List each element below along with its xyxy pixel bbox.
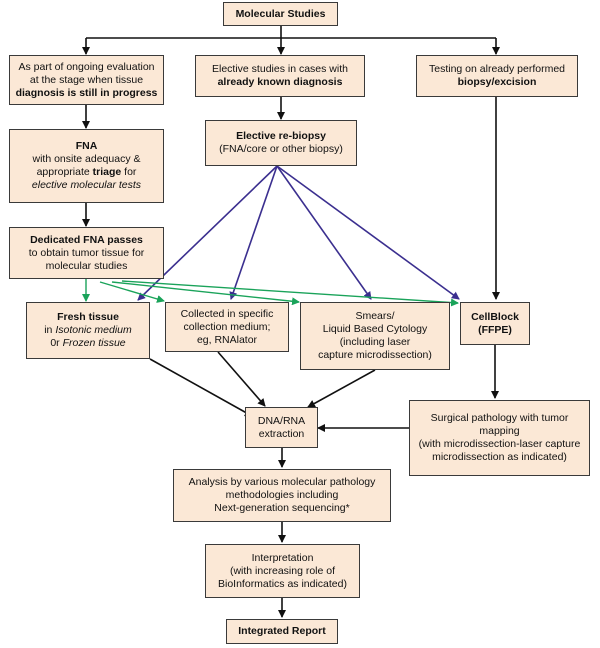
surgical-line-1: Surgical pathology with tumor bbox=[430, 412, 569, 424]
smears-box: Smears/ Liquid Based Cytology (including… bbox=[300, 302, 450, 370]
fna-line-2: appropriate triage for bbox=[37, 166, 137, 179]
elective-known-line-1: Elective studies in cases with bbox=[212, 63, 348, 75]
fna-line-2a: appropriate bbox=[36, 166, 93, 178]
blue-arrow-to-smears bbox=[276, 165, 372, 300]
elective-known-diagnosis-box: Elective studies in cases with already k… bbox=[195, 55, 365, 97]
fresh-tissue-or: 0r bbox=[50, 337, 63, 349]
dna-rna-line-2: extraction bbox=[258, 427, 305, 440]
testing-performed-box: Testing on already performed biopsy/exci… bbox=[416, 55, 578, 97]
fna-line-1: with onsite adequacy & bbox=[32, 153, 141, 165]
testing-performed-line-1: Testing on already performed bbox=[429, 63, 565, 75]
surgical-line-4: microdissection as indicated) bbox=[432, 451, 567, 463]
fresh-tissue-isotonic: Isotonic medium bbox=[55, 324, 132, 336]
elective-rebiopsy-box: Elective re-biopsy (FNA/core or other bi… bbox=[205, 120, 357, 166]
fresh-tissue-frozen: Frozen tissue bbox=[62, 337, 126, 349]
fna-title: FNA bbox=[75, 140, 98, 152]
arrow-smears-to-dna bbox=[307, 369, 376, 408]
fna-triage-word: triage bbox=[92, 166, 122, 178]
smears-line-1: Smears/ bbox=[355, 310, 395, 322]
elective-rebiopsy-line-1: (FNA/core or other biopsy) bbox=[219, 143, 343, 155]
surgical-pathology-box: Surgical pathology with tumor mapping (w… bbox=[409, 400, 590, 476]
cellblock-line-1: CellBlock bbox=[471, 310, 519, 323]
arrow-fresh-to-dna bbox=[149, 358, 253, 417]
interpretation-line-2: (with increasing role of bbox=[229, 564, 336, 577]
dedicated-fna-title: Dedicated FNA passes bbox=[30, 233, 143, 246]
dedicated-fna-line-1: to obtain tumor tissue for bbox=[28, 246, 145, 259]
ongoing-eval-line-1: As part of ongoing evaluation bbox=[18, 60, 155, 73]
surgical-line-2: mapping bbox=[479, 425, 520, 437]
fresh-tissue-in: in bbox=[44, 324, 56, 336]
molecular-studies-box: Molecular Studies bbox=[223, 2, 338, 26]
fna-box: FNA with onsite adequacy & appropriate t… bbox=[9, 129, 164, 203]
fna-line-3: elective molecular tests bbox=[31, 179, 142, 191]
fna-line-2c: for bbox=[121, 166, 137, 178]
analysis-line-3: Next-generation sequencing* bbox=[214, 502, 350, 514]
collected-medium-box: Collected in specific collection medium;… bbox=[165, 302, 289, 352]
green-arrow-to-cellblock bbox=[121, 280, 459, 307]
testing-performed-line-2: biopsy/excision bbox=[457, 76, 537, 88]
interpretation-box: Interpretation (with increasing role of … bbox=[205, 544, 360, 598]
dedicated-fna-line-2: molecular studies bbox=[45, 259, 128, 272]
analysis-box: Analysis by various molecular pathology … bbox=[173, 469, 391, 522]
elective-known-line-2: already known diagnosis bbox=[217, 76, 343, 88]
dna-rna-line-1: DNA/RNA bbox=[257, 414, 306, 427]
smears-line-2: Liquid Based Cytology bbox=[322, 323, 428, 335]
green-arrow-to-collected bbox=[99, 281, 165, 303]
elective-rebiopsy-title: Elective re-biopsy bbox=[236, 130, 326, 142]
cellblock-box: CellBlock (FFPE) bbox=[460, 302, 530, 345]
fresh-tissue-box: Fresh tissue in Isotonic medium 0r Froze… bbox=[26, 302, 150, 359]
surgical-line-3: (with microdissection-laser capture bbox=[418, 438, 581, 450]
smears-line-3: (including laser bbox=[339, 336, 411, 348]
blue-arrow-to-cellblock bbox=[276, 165, 460, 300]
integrated-report-box: Integrated Report bbox=[226, 619, 338, 644]
interpretation-line-3: BioInformatics as indicated) bbox=[218, 577, 347, 590]
connector-top-branch bbox=[86, 26, 496, 39]
green-arrow-to-smears bbox=[111, 281, 300, 306]
ongoing-eval-line-2: at the stage when tissue bbox=[29, 73, 144, 86]
arrow-collected-to-dna bbox=[217, 351, 266, 407]
interpretation-line-1: Interpretation bbox=[251, 551, 314, 564]
fresh-tissue-line-1: in Isotonic medium bbox=[44, 324, 132, 337]
analysis-line-2: methodologies including bbox=[225, 489, 339, 501]
ongoing-evaluation-box: As part of ongoing evaluation at the sta… bbox=[9, 55, 164, 105]
collected-line-3: eg, RNAlator bbox=[196, 333, 258, 346]
cellblock-line-2: (FFPE) bbox=[478, 323, 512, 336]
ongoing-eval-line-3: diagnosis is still in progress bbox=[15, 86, 158, 99]
dna-rna-extraction-box: DNA/RNA extraction bbox=[245, 407, 318, 448]
collected-line-1: Collected in specific bbox=[180, 307, 274, 320]
analysis-line-1: Analysis by various molecular pathology bbox=[188, 476, 376, 488]
molecular-studies-title: Molecular Studies bbox=[235, 7, 326, 20]
fresh-tissue-line-2: 0r Frozen tissue bbox=[50, 337, 125, 350]
fresh-tissue-title: Fresh tissue bbox=[57, 311, 119, 323]
dedicated-fna-box: Dedicated FNA passes to obtain tumor tis… bbox=[9, 227, 164, 279]
integrated-report-title: Integrated Report bbox=[238, 625, 326, 637]
smears-line-4: capture microdissection) bbox=[318, 349, 432, 361]
collected-line-2: collection medium; bbox=[183, 320, 271, 333]
blue-arrow-to-collected bbox=[229, 165, 278, 300]
